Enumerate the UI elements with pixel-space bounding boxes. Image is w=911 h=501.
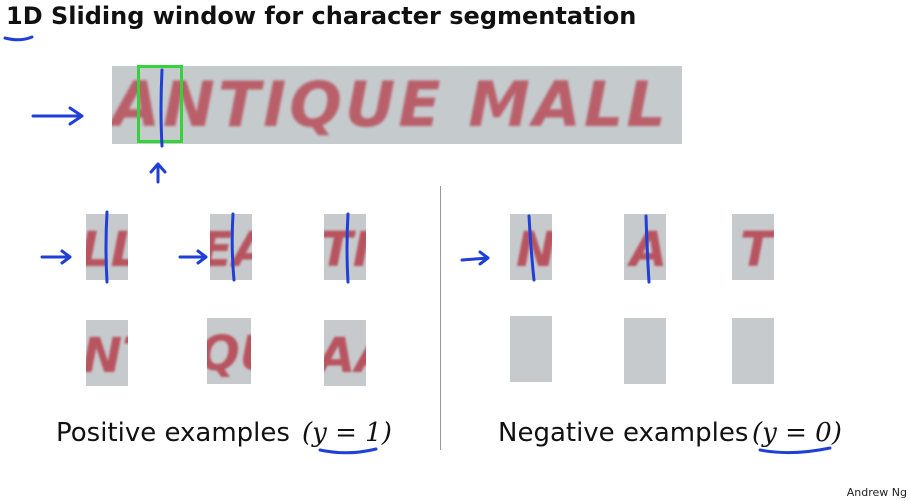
arrow-right-icon bbox=[40, 249, 72, 265]
slide-title: 1D Sliding window for character segmenta… bbox=[6, 2, 637, 30]
divider-line bbox=[440, 186, 441, 450]
sliding-window-box bbox=[137, 65, 183, 143]
patch-letters: TI bbox=[324, 222, 366, 278]
positive-patch: LL bbox=[86, 214, 128, 280]
arrow-right-icon bbox=[460, 250, 490, 266]
positive-patch: EA bbox=[210, 214, 252, 280]
positive-examples-caption: Positive examples bbox=[56, 418, 290, 448]
negative-patch-blank bbox=[624, 318, 666, 384]
patch-letters: QU bbox=[207, 326, 251, 382]
patch-letters: T bbox=[740, 222, 773, 278]
negative-patch: A bbox=[624, 214, 666, 280]
patch-letters: A bbox=[630, 222, 666, 278]
negative-examples-caption: Negative examples bbox=[498, 418, 749, 448]
negative-patch: T bbox=[732, 214, 774, 280]
positive-label: (y = 1) bbox=[302, 418, 392, 448]
positive-patch: NT bbox=[86, 320, 128, 386]
positive-patch: QU bbox=[207, 318, 251, 384]
positive-patch: TI bbox=[324, 214, 366, 280]
patch-letters: AA bbox=[324, 328, 366, 384]
patch-letters: NT bbox=[86, 328, 128, 384]
label-underline bbox=[758, 446, 832, 455]
patch-letters: LL bbox=[86, 222, 128, 278]
arrow-up-icon bbox=[149, 162, 167, 184]
positive-patch: AA bbox=[324, 320, 366, 386]
author-credit: Andrew Ng bbox=[846, 486, 907, 499]
arrow-right-icon bbox=[178, 249, 208, 265]
arrow-right-icon bbox=[31, 106, 84, 126]
antique-mall-image: ANTIQUE MALL bbox=[112, 66, 682, 144]
negative-label: (y = 0) bbox=[752, 418, 842, 448]
patch-letters: EA bbox=[210, 222, 252, 278]
negative-patch-blank bbox=[732, 318, 774, 384]
label-underline bbox=[318, 447, 378, 455]
negative-patch-blank bbox=[510, 316, 552, 382]
negative-patch: N bbox=[510, 214, 552, 280]
patch-letters: N bbox=[516, 222, 552, 278]
banner-text: ANTIQUE MALL bbox=[112, 68, 669, 141]
title-underline bbox=[3, 35, 34, 42]
